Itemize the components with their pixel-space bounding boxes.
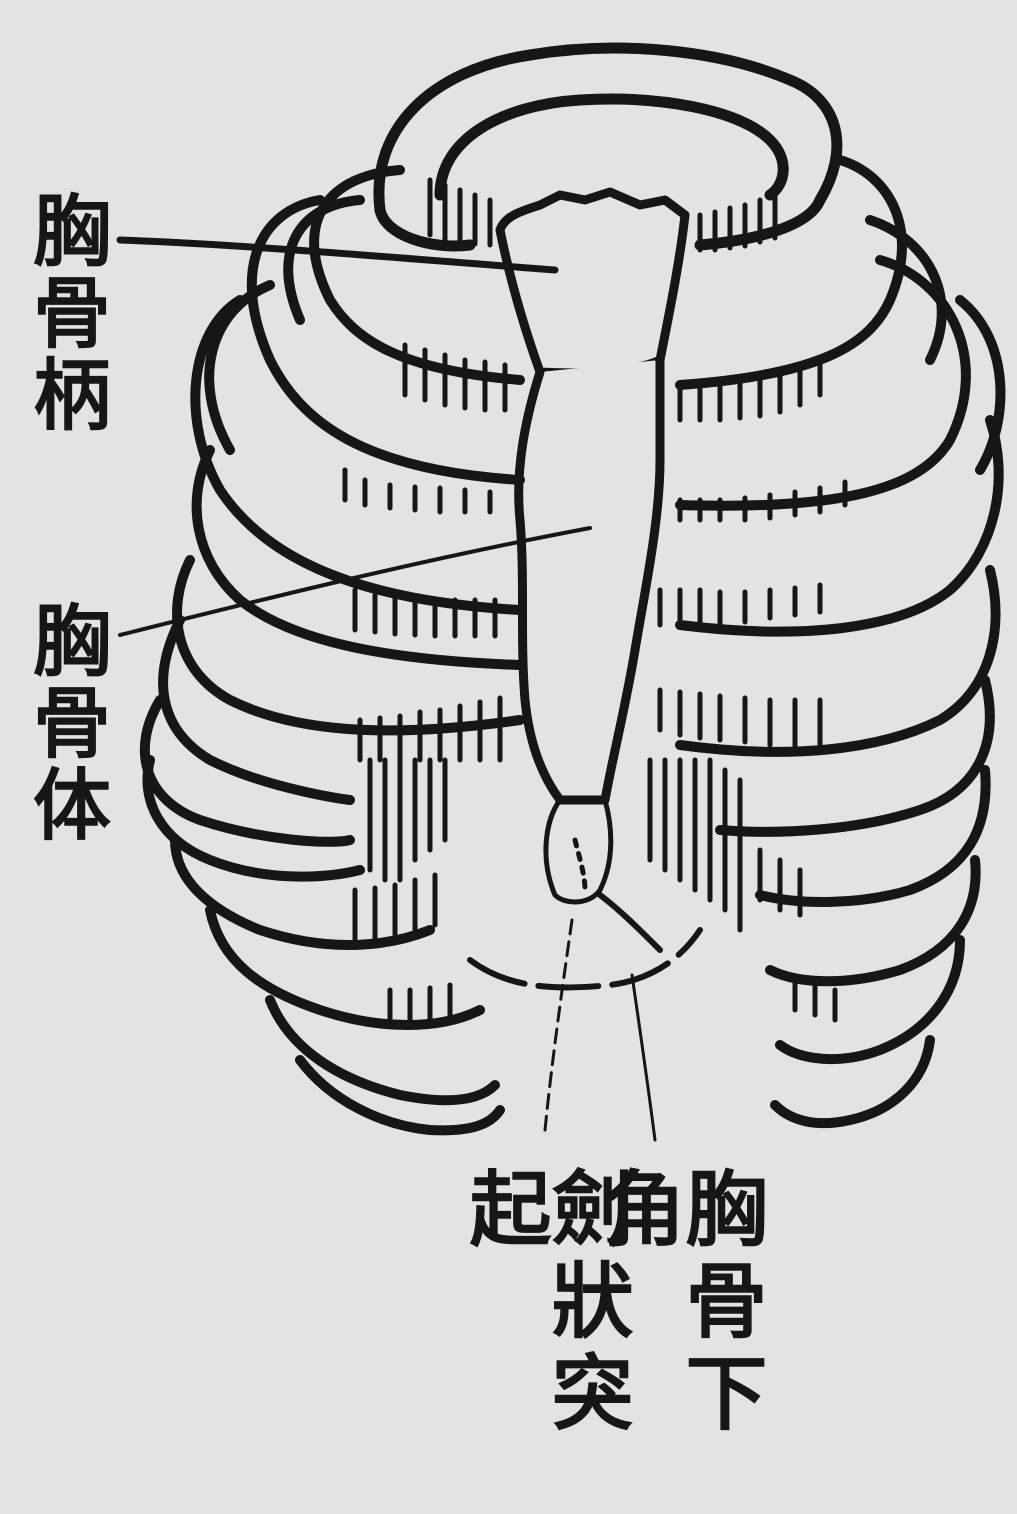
xiphoid-process-shape [546,800,611,902]
infrasternal-angle-label: 胸骨下角 [596,1166,760,1514]
manubrium-label: 胸骨柄 [26,190,104,436]
xiphoid-leader-line [545,920,572,1130]
manubrium-shape [500,192,685,373]
infrasternal-angle-leader-line [632,975,655,1140]
sternum-body-shape [519,360,660,800]
sternum-body-label: 胸骨体 [26,600,104,846]
infrasternal-arc [470,895,700,987]
right-costal-cartilage [650,362,845,1020]
right-ribs [680,160,1000,1123]
left-ribs [145,170,520,1130]
